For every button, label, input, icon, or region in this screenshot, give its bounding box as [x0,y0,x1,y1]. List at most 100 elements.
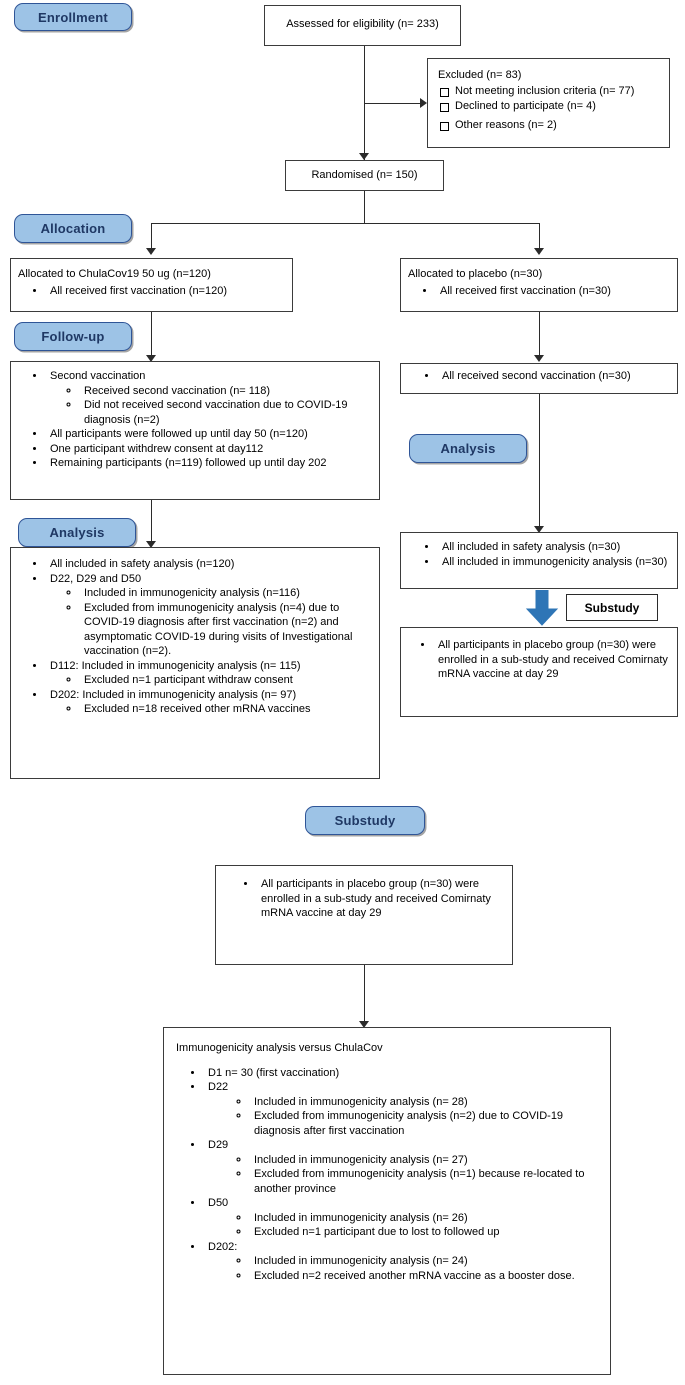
list-item: All participants in placebo group (n=30)… [434,638,670,682]
alloc-left-list: All received first vaccination (n=120) [18,284,285,299]
substudy-analysis-sublist-d50: Included in immunogenicity analysis (n= … [208,1211,603,1240]
assessed-text: Assessed for eligibility (n= 233) [286,18,439,30]
arrow-into-followup-left [146,355,156,362]
list-item: All received second vaccination (n=30) [438,369,670,384]
stage-label-allocation-text: Allocation [40,221,106,236]
connector-followupright-to-analysisright [539,394,540,530]
list-item: Excluded n=1 participant withdraw consen… [80,673,372,688]
list-item-label: Second vaccination [50,370,146,382]
list-item: All received first vaccination (n=120) [46,284,285,299]
substudy-tag-box: Substudy [566,594,658,621]
list-item: Included in immunogenicity analysis (n= … [250,1254,603,1269]
analysis-left-sublist-d112: Excluded n=1 participant withdraw consen… [50,673,372,688]
stage-label-substudy-center: Substudy [305,806,425,835]
list-item: Other reasons (n= 2) [438,118,662,133]
list-item: Second vaccination Received second vacci… [46,369,372,427]
analysis-right-list: All included in safety analysis (n=30) A… [408,540,670,569]
arrow-into-analysis-right [534,526,544,533]
list-item: Received second vaccination (n= 118) [80,384,372,399]
stage-label-analysis-right: Analysis [409,434,527,463]
list-item-label: D202: Included in immunogenicity analysi… [50,688,297,701]
connector-split-left [151,223,152,251]
list-item: All included in safety analysis (n=30) [438,540,670,555]
list-item: D112: Included in immunogenicity analysi… [46,659,372,688]
list-item: All included in immunogenicity analysis … [438,555,670,570]
node-substudy-placebo: All participants in placebo group (n=30)… [400,627,678,717]
alloc-right-heading: Allocated to placebo (n=30) [408,268,543,280]
connector-allocleft-to-followupleft [151,311,152,359]
list-item: Included in immunogenicity analysis (n= … [250,1153,603,1168]
list-item-label: D22, D29 and D50 [50,572,142,585]
arrow-into-substudy-analysis [359,1021,369,1028]
list-item-label: D29 [208,1139,229,1152]
analysis-left-list: All included in safety analysis (n=120) … [18,557,372,717]
connector-followupleft-to-analysisleft [151,499,152,545]
list-item: All received first vaccination (n=30) [436,284,670,299]
substudy-right-list: All participants in placebo group (n=30)… [408,638,670,682]
substudy-center-list: All participants in placebo group (n=30)… [223,877,505,921]
node-randomised: Randomised (n= 150) [285,160,444,191]
substudy-analysis-sublist-d29: Included in immunogenicity analysis (n= … [208,1153,603,1197]
excluded-heading: Excluded (n= 83) [438,69,522,81]
stage-label-followup-text: Follow-up [41,329,105,344]
substudy-analysis-heading: Immunogenicity analysis versus ChulaCov [176,1042,383,1054]
list-item-label: D50 [208,1197,229,1210]
arrow-into-randomised [359,153,369,160]
connector-randomised-down [364,190,365,223]
node-allocated-placebo: Allocated to placebo (n=30) All received… [400,258,678,312]
connector-allocright-to-followupright [539,311,540,359]
list-item: All participants were followed up until … [46,427,372,442]
list-item-label: D22 [208,1081,229,1094]
list-item: All participants in placebo group (n=30)… [257,877,505,921]
list-item: D22, D29 and D50 Included in immunogenic… [46,572,372,659]
arrow-to-excluded [420,98,427,108]
list-item: Declined to participate (n= 4) [438,99,662,114]
node-analysis-placebo: All included in safety analysis (n=30) A… [400,532,678,589]
connector-substudy-to-analysis [364,965,365,1025]
stage-label-enrollment-text: Enrollment [38,9,108,25]
node-followup-placebo: All received second vaccination (n=30) [400,363,678,394]
substudy-analysis-sublist-d202: Included in immunogenicity analysis (n= … [208,1254,603,1283]
list-item: Excluded n=2 received another mRNA vacci… [250,1269,603,1284]
node-substudy-center: All participants in placebo group (n=30)… [215,865,513,965]
arrow-into-followup-right [534,355,544,362]
list-item: D29 Included in immunogenicity analysis … [204,1138,603,1196]
followup-left-list: Second vaccination Received second vacci… [18,369,372,471]
list-item: Excluded n=18 received other mRNA vaccin… [80,702,372,717]
substudy-analysis-sublist-d22: Included in immunogenicity analysis (n= … [208,1095,603,1139]
list-item: Remaining participants (n=119) followed … [46,456,372,471]
arrow-into-analysis-left [146,541,156,548]
node-excluded: Excluded (n= 83) Not meeting inclusion c… [427,58,670,148]
list-item: Not meeting inclusion criteria (n= 77) [438,84,662,99]
list-item: D1 n= 30 (first vaccination) [204,1066,603,1081]
list-item: One participant withdrew consent at day1… [46,442,372,457]
list-item: D22 Included in immunogenicity analysis … [204,1080,603,1138]
stage-label-allocation: Allocation [14,214,132,243]
fat-down-arrow-icon [525,589,559,626]
list-item: Excluded from immunogenicity analysis (n… [250,1167,603,1196]
list-item: Included in immunogenicity analysis (n= … [250,1095,603,1110]
list-item: Included in immunogenicity analysis (n= … [250,1211,603,1226]
node-followup-chulacov19: Second vaccination Received second vacci… [10,361,380,500]
randomised-text: Randomised (n= 150) [311,169,418,181]
list-item: D202: Included in immunogenicity analysi… [204,1240,603,1284]
node-analysis-chulacov19: All included in safety analysis (n=120) … [10,547,380,779]
stage-label-substudy-center-text: Substudy [334,813,396,828]
arrow-into-alloc-right [534,248,544,255]
connector-split-right [539,223,540,251]
connector-assessed-to-randomised [364,45,365,160]
stage-label-analysis-left-text: Analysis [49,525,105,540]
node-assessed-for-eligibility: Assessed for eligibility (n= 233) [264,5,461,46]
stage-label-enrollment: Enrollment [14,3,132,31]
excluded-reason-list: Not meeting inclusion criteria (n= 77) D… [438,84,662,133]
list-item: D50 Included in immunogenicity analysis … [204,1196,603,1240]
connector-to-excluded [364,103,421,104]
list-item: All included in safety analysis (n=120) [46,557,372,572]
substudy-tag-text: Substudy [584,600,640,615]
node-substudy-immunogenicity-analysis: Immunogenicity analysis versus ChulaCov … [163,1027,611,1375]
list-item-label: D202: [208,1240,238,1253]
alloc-left-heading: Allocated to ChulaCov19 50 ug (n=120) [18,268,211,280]
list-item-label: D112: Included in immunogenicity analysi… [50,659,301,672]
substudy-analysis-list: D1 n= 30 (first vaccination) D22 Include… [176,1066,603,1284]
